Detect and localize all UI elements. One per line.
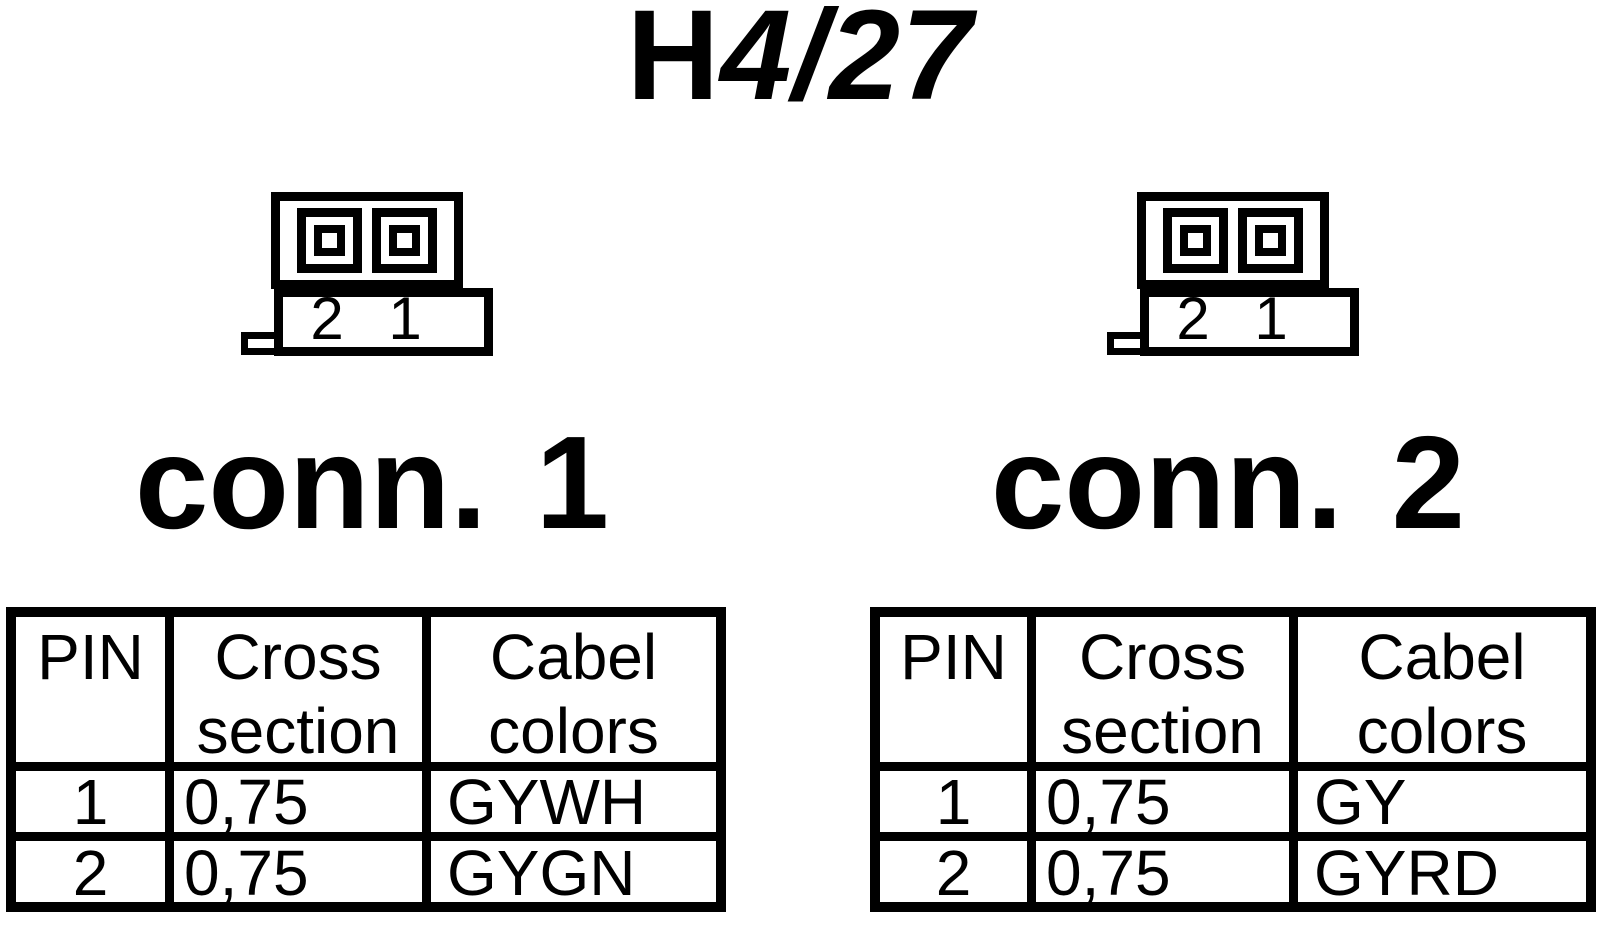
conn-2-pin-table: PIN Cross section Cabel colors 1 0,75 GY… <box>870 607 1596 912</box>
column-header-cross-section: Cross section <box>1036 617 1298 771</box>
header-line: section <box>196 695 400 767</box>
table-cell-cross-section: 0,75 <box>174 770 431 841</box>
pin-contact-icon <box>1180 225 1211 256</box>
column-header-pin: PIN <box>16 617 174 771</box>
connector-1-pin-1-label: 1 <box>388 285 422 352</box>
table-cell-pin: 2 <box>880 841 1036 905</box>
conn-1-pin-table: PIN Cross section Cabel colors 1 0,75 GY… <box>6 607 726 912</box>
connector-2-pin-2-label: 2 <box>1176 285 1210 352</box>
connector-1-label: conn. 1 <box>134 409 610 556</box>
pin-slot-icon <box>1163 208 1228 273</box>
table-cell-cross-section: 0,75 <box>1036 770 1298 841</box>
column-header-cable-colors: Cabel colors <box>1298 617 1586 771</box>
connector-1-pin-2-label: 2 <box>310 285 344 352</box>
pin-contact-icon <box>389 225 420 256</box>
table-cell-cable-color: GYWH <box>431 770 716 841</box>
page-title: H4/27 <box>0 0 1600 120</box>
connector-1-base <box>274 288 493 356</box>
table-cell-cross-section: 0,75 <box>1036 841 1298 905</box>
header-line: colors <box>1356 695 1528 767</box>
connector-1-diagram: 2 1 <box>241 191 497 357</box>
page-title-prefix: H <box>626 0 721 127</box>
header-line: section <box>1061 695 1264 767</box>
table-cell-pin: 1 <box>880 770 1036 841</box>
header-line: Cabel <box>1358 621 1526 693</box>
pin-slot-icon <box>1238 208 1303 273</box>
pin-contact-icon <box>314 225 345 256</box>
header-line: PIN <box>900 621 1007 693</box>
pin-slot-icon <box>372 208 437 273</box>
pin-contact-icon <box>1255 225 1286 256</box>
connector-2-diagram: 2 1 <box>1107 191 1363 357</box>
header-line: PIN <box>37 621 144 693</box>
header-line: colors <box>488 695 659 767</box>
header-line: Cross <box>214 621 382 693</box>
connector-2-label: conn. 2 <box>990 409 1466 556</box>
header-line: Cross <box>1078 621 1247 693</box>
page-title-suffix: 4/27 <box>720 0 974 127</box>
connector-2-base <box>1140 288 1359 356</box>
connector-1-housing <box>271 192 463 289</box>
connector-2-pin-1-label: 1 <box>1254 285 1288 352</box>
column-header-pin: PIN <box>880 617 1036 771</box>
connector-2-housing <box>1137 192 1329 289</box>
table-cell-cable-color: GYRD <box>1314 837 1499 909</box>
table-cell-cable-color: GYGN <box>447 837 636 909</box>
column-header-cross-section: Cross section <box>174 617 431 771</box>
column-header-cable-colors: Cabel colors <box>431 617 716 771</box>
pin-slot-icon <box>297 208 362 273</box>
header-line: Cabel <box>489 621 658 693</box>
table-cell-cable-color: GY <box>1298 770 1586 841</box>
table-cell-cross-section: 0,75 <box>174 841 431 905</box>
table-cell-pin: 1 <box>16 770 174 841</box>
table-cell-pin: 2 <box>16 841 174 905</box>
